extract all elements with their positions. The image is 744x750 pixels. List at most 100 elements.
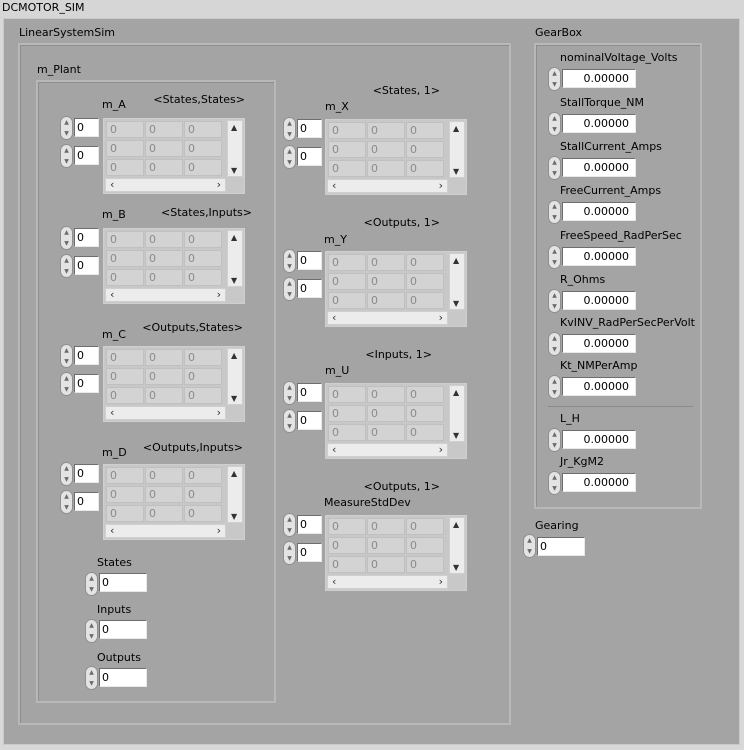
m-a-index1-stepper[interactable]: ▲▼ (60, 144, 73, 168)
m-c-cell[interactable]: 0 (106, 368, 144, 385)
measure-std-dev-index0-input[interactable]: 0 (297, 515, 322, 534)
m-d-index0-input[interactable]: 0 (74, 464, 99, 483)
m-b-index0-stepper[interactable]: ▲▼ (60, 226, 73, 250)
m-a-cell[interactable]: 0 (106, 159, 144, 176)
m-d-vertical-scrollbar[interactable]: ▲▼ (227, 466, 243, 523)
m-y-cell[interactable]: 0 (367, 273, 405, 290)
m-a-cell[interactable]: 0 (145, 140, 183, 157)
scroll-left-icon[interactable]: ‹ (332, 575, 337, 588)
scroll-left-icon[interactable]: ‹ (332, 179, 337, 192)
m-c-cell[interactable]: 0 (106, 387, 144, 404)
m-a-vertical-scrollbar[interactable]: ▲▼ (227, 120, 243, 177)
m-y-cell[interactable]: 0 (406, 254, 444, 271)
m-d-horizontal-scrollbar[interactable]: ‹› (105, 524, 226, 538)
states-stepper[interactable]: ▲▼ (85, 572, 98, 596)
m-u-index1-stepper[interactable]: ▲▼ (283, 409, 296, 433)
stall-torque-stepper[interactable]: ▲▼ (548, 112, 561, 136)
r-ohms-input[interactable]: 0.00000 (562, 291, 636, 310)
scroll-up-icon[interactable]: ▲ (453, 124, 460, 133)
m-x-index1-stepper[interactable]: ▲▼ (283, 145, 296, 169)
nominal-voltage-stepper[interactable]: ▲▼ (548, 67, 561, 91)
m-x-vertical-scrollbar[interactable]: ▲▼ (449, 121, 465, 178)
kt-input[interactable]: 0.00000 (562, 377, 636, 396)
m-b-cell[interactable]: 0 (106, 250, 144, 267)
m-c-cell[interactable]: 0 (145, 387, 183, 404)
m-c-cell[interactable]: 0 (184, 349, 222, 366)
measure-std-dev-horizontal-scrollbar[interactable]: ‹› (327, 575, 448, 589)
m-x-cell[interactable]: 0 (367, 160, 405, 177)
m-y-cell[interactable]: 0 (367, 292, 405, 309)
m-a-index0-input[interactable]: 0 (74, 118, 99, 137)
scroll-right-icon[interactable]: › (216, 524, 221, 537)
scroll-right-icon[interactable]: › (438, 443, 443, 456)
scroll-down-icon[interactable]: ▼ (453, 167, 460, 176)
m-d-cell[interactable]: 0 (145, 486, 183, 503)
m-x-index1-input[interactable]: 0 (297, 147, 322, 166)
m-y-cell[interactable]: 0 (406, 292, 444, 309)
scroll-right-icon[interactable]: › (438, 575, 443, 588)
m-c-index0-stepper[interactable]: ▲▼ (60, 344, 73, 368)
states-input[interactable]: 0 (99, 573, 147, 592)
m-d-cell[interactable]: 0 (106, 467, 144, 484)
m-d-cell[interactable]: 0 (145, 505, 183, 522)
m-u-cell[interactable]: 0 (367, 405, 405, 422)
m-y-cell[interactable]: 0 (328, 292, 366, 309)
stall-torque-input[interactable]: 0.00000 (562, 114, 636, 133)
m-u-cell[interactable]: 0 (367, 424, 405, 441)
m-d-cell[interactable]: 0 (106, 486, 144, 503)
m-y-index0-input[interactable]: 0 (297, 251, 322, 270)
scroll-left-icon[interactable]: ‹ (110, 406, 115, 419)
free-current-stepper[interactable]: ▲▼ (548, 200, 561, 224)
m-b-cell[interactable]: 0 (145, 250, 183, 267)
m-a-cell[interactable]: 0 (106, 121, 144, 138)
m-b-cell[interactable]: 0 (145, 231, 183, 248)
free-current-input[interactable]: 0.00000 (562, 202, 636, 221)
m-b-cell[interactable]: 0 (106, 269, 144, 286)
measure-std-dev-cell[interactable]: 0 (328, 537, 366, 554)
m-x-cell[interactable]: 0 (328, 122, 366, 139)
m-a-cell[interactable]: 0 (106, 140, 144, 157)
m-u-cell[interactable]: 0 (367, 386, 405, 403)
m-y-index1-input[interactable]: 0 (297, 279, 322, 298)
scroll-right-icon[interactable]: › (216, 288, 221, 301)
m-c-cell[interactable]: 0 (145, 349, 183, 366)
m-b-index1-stepper[interactable]: ▲▼ (60, 254, 73, 278)
m-b-index1-input[interactable]: 0 (74, 256, 99, 275)
inputs-stepper[interactable]: ▲▼ (85, 619, 98, 643)
m-d-index0-stepper[interactable]: ▲▼ (60, 462, 73, 486)
measure-std-dev-cell[interactable]: 0 (367, 518, 405, 535)
m-a-horizontal-scrollbar[interactable]: ‹› (105, 178, 226, 192)
m-y-index1-stepper[interactable]: ▲▼ (283, 277, 296, 301)
scroll-left-icon[interactable]: ‹ (110, 288, 115, 301)
m-d-cell[interactable]: 0 (145, 467, 183, 484)
m-b-horizontal-scrollbar[interactable]: ‹› (105, 288, 226, 302)
m-b-cell[interactable]: 0 (184, 250, 222, 267)
m-b-index0-input[interactable]: 0 (74, 228, 99, 247)
kv-inv-input[interactable]: 0.00000 (562, 334, 636, 353)
scroll-right-icon[interactable]: › (438, 311, 443, 324)
m-a-index1-input[interactable]: 0 (74, 146, 99, 165)
scroll-up-icon[interactable]: ▲ (453, 256, 460, 265)
scroll-up-icon[interactable]: ▲ (231, 123, 238, 132)
measure-std-dev-cell[interactable]: 0 (406, 518, 444, 535)
scroll-down-icon[interactable]: ▼ (231, 276, 238, 285)
m-d-cell[interactable]: 0 (106, 505, 144, 522)
m-x-cell[interactable]: 0 (406, 122, 444, 139)
m-u-cell[interactable]: 0 (406, 405, 444, 422)
outputs-stepper[interactable]: ▲▼ (85, 666, 98, 690)
m-a-cell[interactable]: 0 (145, 121, 183, 138)
m-u-cell[interactable]: 0 (406, 424, 444, 441)
m-c-index0-input[interactable]: 0 (74, 346, 99, 365)
m-u-index0-stepper[interactable]: ▲▼ (283, 381, 296, 405)
m-x-index0-stepper[interactable]: ▲▼ (283, 117, 296, 141)
gearing-input[interactable]: 0 (537, 537, 585, 556)
m-b-cell[interactable]: 0 (184, 269, 222, 286)
m-c-cell[interactable]: 0 (184, 387, 222, 404)
m-y-cell[interactable]: 0 (406, 273, 444, 290)
kv-inv-stepper[interactable]: ▲▼ (548, 332, 561, 356)
m-x-cell[interactable]: 0 (328, 141, 366, 158)
m-u-index0-input[interactable]: 0 (297, 383, 322, 402)
scroll-left-icon[interactable]: ‹ (110, 178, 115, 191)
m-u-index1-input[interactable]: 0 (297, 411, 322, 430)
m-u-cell[interactable]: 0 (328, 386, 366, 403)
